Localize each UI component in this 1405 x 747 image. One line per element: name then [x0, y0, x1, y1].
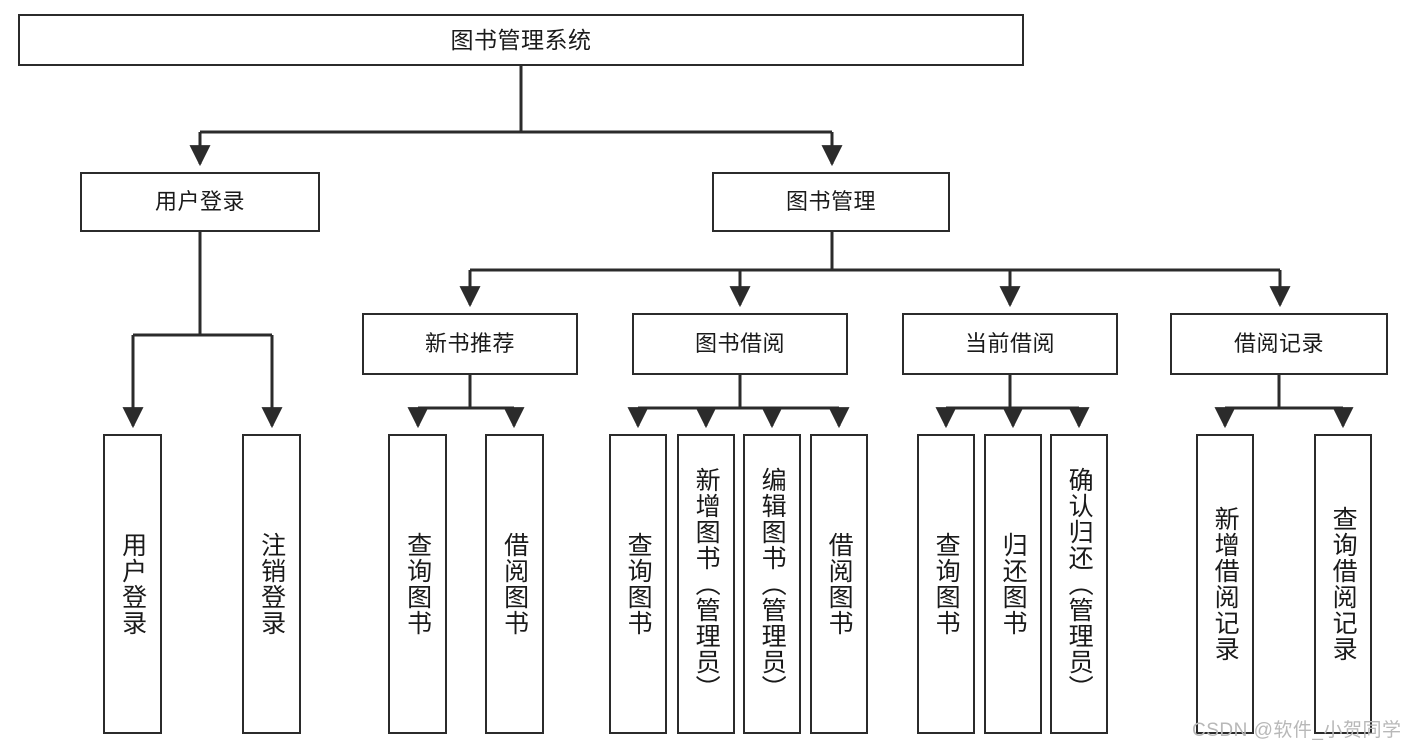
node-root-label: 图书管理系统 — [450, 26, 592, 53]
leaf-node[interactable]: 查询图书 — [917, 434, 975, 734]
leaf-node-label: 用户登录 — [118, 532, 147, 636]
node-user-login[interactable]: 用户登录 — [80, 172, 320, 232]
node-current-borrow[interactable]: 当前借阅 — [902, 313, 1118, 375]
leaf-node-label: 查询图书 — [932, 532, 961, 636]
leaf-node[interactable]: 确认归还（管理员） — [1050, 434, 1108, 734]
csdn-watermark: CSDN @软件_小贺同学 — [1192, 720, 1402, 741]
node-root[interactable]: 图书管理系统 — [18, 14, 1024, 66]
leaf-node-label: 新增图书（管理员） — [692, 467, 721, 701]
leaf-node[interactable]: 查询借阅记录 — [1314, 434, 1372, 734]
leaf-node[interactable]: 注销登录 — [242, 434, 301, 734]
leaf-node[interactable]: 编辑图书（管理员） — [743, 434, 801, 734]
leaf-node-label: 查询借阅记录 — [1329, 506, 1358, 662]
leaf-node[interactable]: 新增借阅记录 — [1196, 434, 1254, 734]
leaf-node[interactable]: 查询图书 — [609, 434, 667, 734]
leaf-node[interactable]: 借阅图书 — [810, 434, 868, 734]
leaf-node-label: 归还图书 — [999, 532, 1028, 636]
node-new-book-recommend-label: 新书推荐 — [424, 331, 515, 357]
leaf-node-label: 查询图书 — [403, 532, 432, 636]
node-user-login-label: 用户登录 — [154, 189, 245, 215]
leaf-node-label: 确认归还（管理员） — [1065, 467, 1094, 701]
node-book-borrow-label: 图书借阅 — [694, 331, 785, 357]
leaf-node-label: 借阅图书 — [500, 532, 529, 636]
node-new-book-recommend[interactable]: 新书推荐 — [362, 313, 578, 375]
node-book-borrow[interactable]: 图书借阅 — [632, 313, 848, 375]
node-book-management-label: 图书管理 — [785, 189, 876, 215]
leaf-node[interactable]: 新增图书（管理员） — [677, 434, 735, 734]
leaf-node[interactable]: 查询图书 — [388, 434, 447, 734]
leaf-node-label: 新增借阅记录 — [1211, 506, 1240, 662]
leaf-node-label: 查询图书 — [624, 532, 653, 636]
leaf-node[interactable]: 归还图书 — [984, 434, 1042, 734]
leaf-node-label: 编辑图书（管理员） — [758, 467, 787, 701]
leaf-node[interactable]: 借阅图书 — [485, 434, 544, 734]
node-borrow-records-label: 借阅记录 — [1233, 331, 1324, 357]
leaf-node-label: 注销登录 — [257, 532, 286, 636]
node-borrow-records[interactable]: 借阅记录 — [1170, 313, 1388, 375]
leaf-node-label: 借阅图书 — [825, 532, 854, 636]
node-book-management[interactable]: 图书管理 — [712, 172, 950, 232]
node-current-borrow-label: 当前借阅 — [964, 331, 1055, 357]
leaf-node[interactable]: 用户登录 — [103, 434, 162, 734]
